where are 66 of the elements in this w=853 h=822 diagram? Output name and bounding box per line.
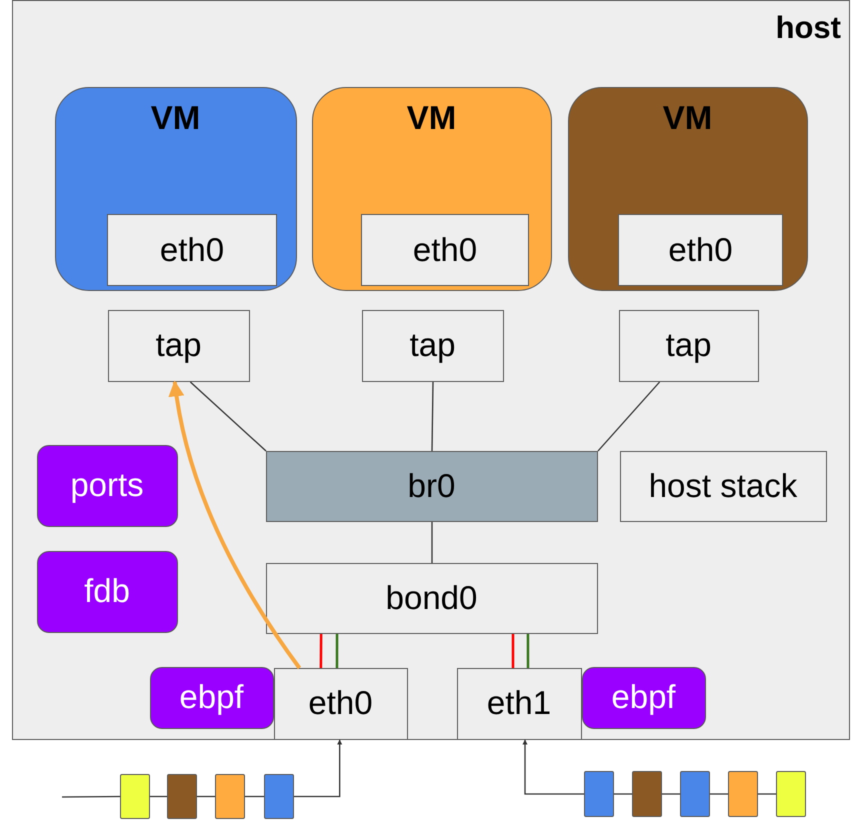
connector-line [526, 634, 530, 668]
node-label: tap [156, 327, 202, 364]
bridge-box [266, 450, 598, 522]
tap-box [362, 310, 504, 382]
connector-line [431, 382, 434, 451]
arrow [168, 380, 302, 670]
arrow [522, 739, 584, 795]
node-label: eth0 [160, 232, 224, 268]
interface-box [361, 214, 529, 286]
node-label: VM [150, 100, 200, 136]
node-label: br0 [408, 468, 456, 504]
feature-box [36, 550, 178, 632]
connector-line [710, 793, 728, 795]
packet-box [728, 771, 758, 817]
connector-line [512, 634, 514, 668]
node-label: eth1 [486, 685, 552, 722]
node-label: VM [662, 100, 712, 136]
connector-line [758, 793, 776, 795]
feature-box [36, 444, 178, 526]
host-box [12, 0, 850, 740]
node-label: ports [70, 467, 144, 504]
connector-line [62, 796, 120, 798]
connector-line [662, 793, 680, 795]
interface-box [456, 668, 582, 740]
packet-box [632, 771, 662, 817]
packet-box [680, 771, 710, 817]
node-label: eth0 [412, 232, 478, 268]
packet-box [584, 771, 614, 817]
connector-line [197, 796, 215, 798]
arrow [294, 739, 342, 798]
connector-line [190, 382, 266, 452]
node-label: eth0 [668, 232, 733, 268]
node-label: host [776, 11, 841, 46]
node-label: host stack [648, 468, 798, 504]
tap-box [618, 310, 758, 382]
packet-box [264, 774, 294, 819]
node-label: tap [666, 327, 712, 364]
packet-box [215, 774, 245, 819]
vm-box [312, 86, 552, 290]
connector-line [336, 634, 338, 668]
tap-box [108, 310, 250, 382]
node-label: bond0 [386, 580, 478, 616]
node-label: VM [406, 100, 456, 136]
bond-box [266, 562, 598, 634]
connector-line [150, 796, 167, 798]
program-badge [582, 666, 706, 728]
vm-box [568, 86, 808, 290]
connector-line [614, 793, 632, 795]
node-label: tap [410, 327, 456, 364]
packet-box [776, 771, 806, 817]
packet-box [120, 774, 150, 819]
connector-line [598, 382, 660, 452]
stack-box [620, 450, 826, 522]
packet-box [167, 774, 197, 819]
interface-box [618, 214, 783, 286]
vm-box [54, 86, 296, 290]
node-label: fdb [84, 573, 130, 610]
node-label: eth0 [308, 685, 373, 722]
node-label: ebpf [611, 679, 676, 716]
connector-line [320, 634, 322, 668]
interface-box [107, 214, 277, 286]
program-badge [150, 666, 274, 728]
interface-box [274, 668, 408, 740]
connector-line [245, 796, 264, 798]
connector-line [431, 522, 433, 563]
node-label: ebpf [179, 679, 244, 716]
